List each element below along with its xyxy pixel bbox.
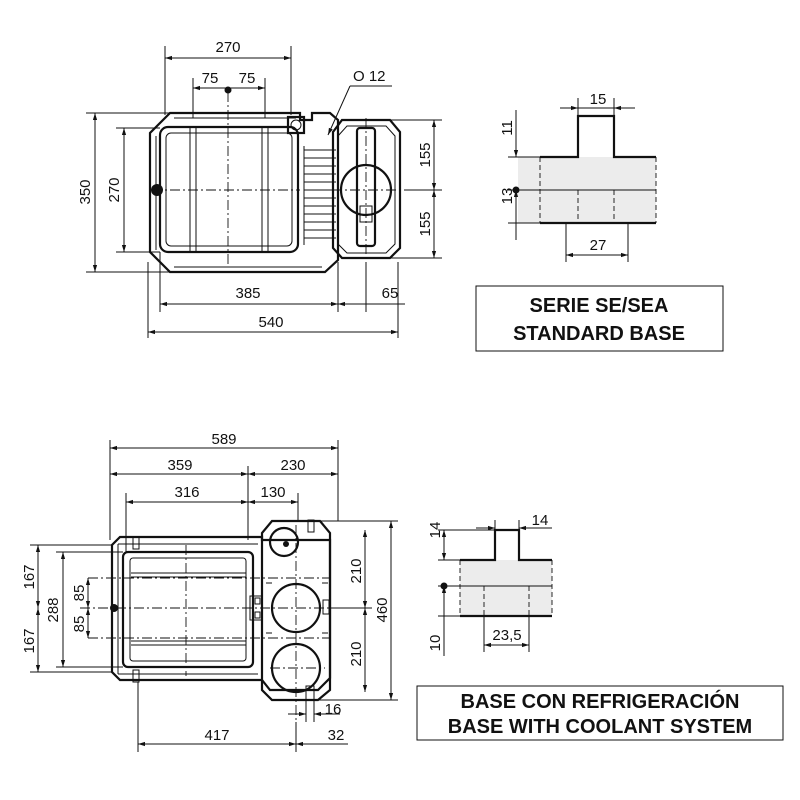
dim-210-upper: 210 [348,558,365,583]
dim-65: 65 [382,285,399,302]
dim-350-height: 350 [77,179,94,204]
standard-tslot-detail: 15 11 13 27 [499,91,657,262]
tslot-profile-bottom [460,528,552,618]
dim-hole-12: O 12 [353,68,386,85]
top-dimensions: 270 75 75 O 12 350 270 155 155 [77,39,442,338]
dim-15: 15 [590,91,607,108]
dim-11: 11 [499,120,516,136]
dim-210-lower: 210 [348,641,365,666]
tray-inner [165,132,293,247]
dim-14-height: 14 [427,522,444,539]
dim-540: 540 [258,314,283,331]
dim-27: 27 [590,237,607,254]
coolant-tslot-detail: 14 14 10 23,5 [427,512,553,656]
dim-167-upper: 167 [21,564,38,589]
dim-589: 589 [211,431,236,448]
corner-hole [286,115,306,135]
fixing-hole-icon [151,184,163,196]
dim-75-right: 75 [239,70,256,87]
dim-13: 13 [499,188,516,205]
dim-230: 230 [280,457,305,474]
tray-outline [158,125,300,254]
coolant-base-title-box: BASE CON REFRIGERACIÓN BASE WITH COOLANT… [416,685,784,741]
dim-85-lower: 85 [71,616,88,633]
dim-167-lower: 167 [21,628,38,653]
dim-16: 16 [325,701,342,718]
dim-460: 460 [374,597,391,622]
base-outline-left [148,111,340,274]
coolant-dimensions: 589 359 230 316 130 167 167 288 85 85 [21,431,398,752]
title-line-2: STANDARD BASE [513,323,685,345]
coolant-base-plan [80,519,332,722]
tslot-profile-top [540,114,656,225]
coolant-title-line-1: BASE CON REFRIGERACIÓN [461,689,740,713]
dim-32: 32 [328,727,345,744]
dim-385: 385 [235,285,260,302]
dim-155-upper: 155 [417,142,434,167]
dim-130: 130 [260,484,285,501]
dim-417: 417 [204,727,229,744]
ribs [303,146,336,245]
dim-316: 316 [174,484,199,501]
standard-base-plan [148,86,405,274]
dim-14-width: 14 [532,512,549,529]
dim-288: 288 [45,597,62,622]
title-line-1: SERIE SE/SEA [530,295,669,317]
coolant-tray [121,550,255,669]
dim-75-left: 75 [202,70,219,87]
coolant-title-line-2: BASE WITH COOLANT SYSTEM [448,716,752,738]
dim-85-upper: 85 [71,585,88,602]
dim-155-lower: 155 [417,211,434,236]
dim-270-height: 270 [106,177,123,202]
standard-base-title-box: SERIE SE/SEA STANDARD BASE [475,285,724,352]
dim-23-5: 23,5 [492,627,521,644]
coolant-fixing-icon [110,604,118,612]
dim-270-width: 270 [215,39,240,56]
coolant-pump-circle [268,526,300,558]
dim-10: 10 [427,635,444,652]
dim-359: 359 [167,457,192,474]
